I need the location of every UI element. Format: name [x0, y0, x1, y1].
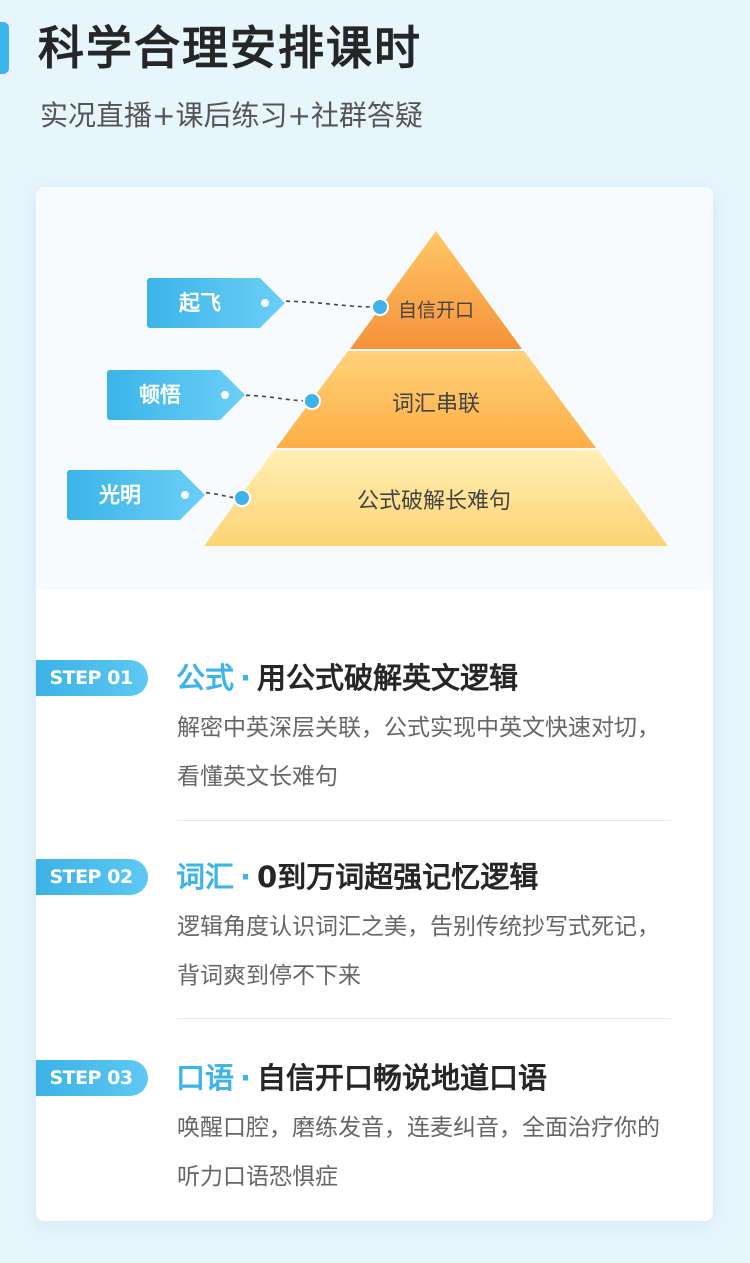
pyramid-tier-top [350, 231, 522, 349]
step-category-02: 词汇 [176, 860, 235, 894]
step-badge-01: STEP 01 [36, 660, 148, 696]
step-description-01: 解密中英深层关联，公式实现中英文快速对切，看懂英文长难句 [177, 715, 660, 790]
page-title: 科学合理安排课时 [38, 21, 422, 75]
pyramid-tier-middle [276, 351, 596, 448]
tag-takeoff-label: 起飞 [179, 291, 221, 315]
pyramid-tier-bottom [204, 450, 668, 546]
step-badge-02: STEP 02 [36, 859, 148, 895]
step-separator-02: · [240, 860, 252, 894]
pyramid-tier-label-middle: 词汇串联 [391, 392, 481, 417]
step-divider-01 [177, 820, 671, 821]
step-category-01: 公式 [176, 661, 235, 695]
tag-insight-label: 顿悟 [139, 383, 181, 407]
tag-insight-dot [221, 391, 229, 399]
connector-dot-3 [233, 489, 251, 507]
step-separator-03: · [240, 1061, 252, 1095]
tag-insight: 顿悟 [107, 370, 245, 420]
step-title-02: 0到万词超强记忆逻辑 [257, 860, 539, 894]
pyramid-tier-label-bottom: 公式破解长难句 [356, 489, 512, 514]
step-description-02: 逻辑角度认识词汇之美，告别传统抄写式死记，背词爽到停不下来 [177, 914, 660, 989]
step-heading-02: 词汇·0到万词超强记忆逻辑 [176, 857, 538, 897]
pyramid-tier-label-top: 自信开口 [397, 299, 475, 322]
course-card: 自信开口 词汇串联 公式破解长难句 起飞 顿悟 光明 STEP 01 公式·用公… [36, 187, 713, 1221]
pyramid-diagram [189, 231, 668, 546]
tag-bright-dot [181, 491, 189, 499]
step-category-03: 口语 [176, 1061, 235, 1095]
step-divider-02 [177, 1018, 671, 1019]
title-accent-bar [0, 22, 9, 74]
step-title-01: 用公式破解英文逻辑 [257, 661, 519, 695]
connector-dot-1 [371, 298, 389, 316]
step-heading-03: 口语·自信开口畅说地道口语 [176, 1058, 547, 1098]
step-title-03: 自信开口畅说地道口语 [257, 1061, 548, 1095]
tag-bright-label: 光明 [99, 483, 141, 507]
step-description-03: 唤醒口腔，磨练发音，连麦纠音，全面治疗你的听力口语恐惧症 [177, 1115, 660, 1190]
step-heading-01: 公式·用公式破解英文逻辑 [176, 658, 518, 698]
tag-bright: 光明 [67, 470, 205, 520]
page-subtitle: 实况直播+课后练习+社群答疑 [40, 99, 423, 132]
connector-dot-2 [303, 392, 321, 410]
step-separator-01: · [240, 661, 252, 695]
pyramid-panel: 自信开口 词汇串联 公式破解长难句 起飞 顿悟 光明 [36, 187, 713, 590]
connector-line-1 [269, 300, 381, 308]
step-badge-03: STEP 03 [36, 1060, 148, 1096]
tag-takeoff-dot [261, 299, 269, 307]
tag-takeoff: 起飞 [147, 278, 285, 328]
